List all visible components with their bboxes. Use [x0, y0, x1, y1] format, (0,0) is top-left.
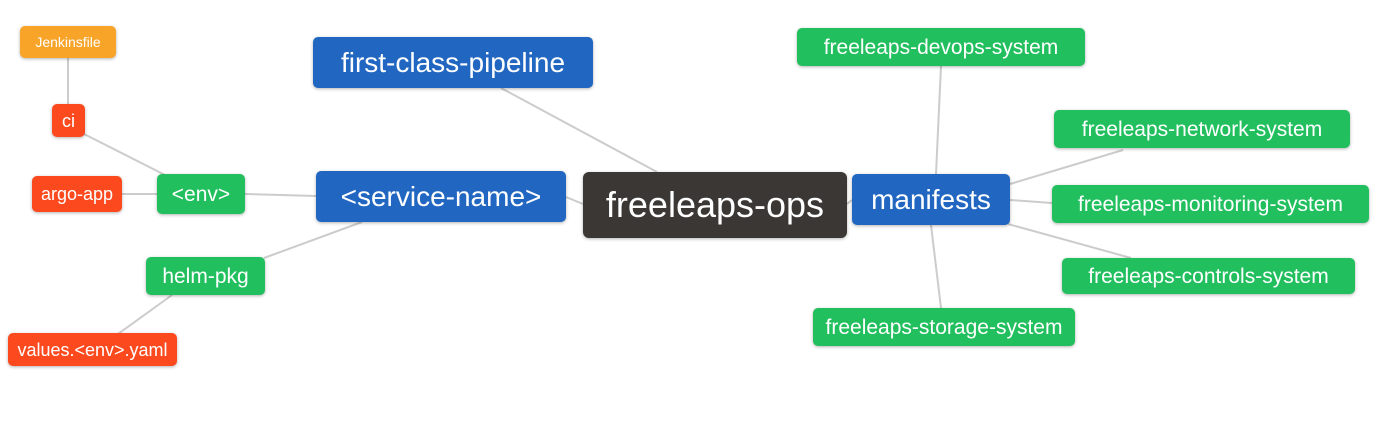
edge-service-name-root — [565, 196, 584, 205]
node-label: Jenkinsfile — [35, 34, 101, 50]
edge-helm-pkg-service-name — [263, 221, 363, 259]
node-label: manifests — [871, 183, 991, 215]
node-label: freeleaps-storage-system — [825, 315, 1063, 339]
edge-manifests-devops — [935, 65, 942, 175]
edge-ci-env — [83, 133, 168, 177]
node-root-freeleaps-ops[interactable]: freeleaps-ops — [583, 172, 847, 238]
node-label: argo-app — [40, 184, 114, 204]
node-env[interactable]: <env> — [157, 174, 245, 214]
node-jenkinsfile[interactable]: Jenkinsfile — [20, 26, 116, 58]
node-label: helm-pkg — [162, 264, 249, 288]
node-freeleaps-storage-system[interactable]: freeleaps-storage-system — [813, 308, 1075, 346]
node-label: freeleaps-devops-system — [823, 35, 1059, 59]
node-manifests[interactable]: manifests — [852, 174, 1010, 225]
node-freeleaps-controls-system[interactable]: freeleaps-controls-system — [1062, 258, 1355, 294]
node-helm-pkg[interactable]: helm-pkg — [146, 257, 265, 295]
edge-manifests-network — [1009, 149, 1124, 185]
node-label: <env> — [171, 182, 231, 206]
node-values-env-yaml[interactable]: values.<env>.yaml — [8, 333, 177, 366]
node-argo-app[interactable]: argo-app — [32, 176, 122, 212]
node-freeleaps-monitoring-system[interactable]: freeleaps-monitoring-system — [1052, 185, 1369, 223]
node-label: freeleaps-network-system — [1081, 117, 1323, 141]
node-label: ci — [62, 110, 75, 131]
node-label: values.<env>.yaml — [17, 339, 168, 360]
edge-manifests-storage — [930, 224, 942, 309]
edge-root-manifests — [846, 199, 853, 205]
node-label: freeleaps-controls-system — [1088, 264, 1329, 288]
node-label: first-class-pipeline — [340, 46, 566, 78]
edge-helm-pkg-values — [117, 294, 173, 335]
node-ci[interactable]: ci — [52, 104, 85, 137]
node-freeleaps-network-system[interactable]: freeleaps-network-system — [1054, 110, 1350, 148]
edge-manifests-monitoring — [1009, 199, 1053, 204]
node-label: freeleaps-ops — [605, 184, 825, 225]
node-first-class-pipeline[interactable]: first-class-pipeline — [313, 37, 593, 88]
edge-manifests-controls — [1007, 223, 1132, 259]
node-freeleaps-devops-system[interactable]: freeleaps-devops-system — [797, 28, 1085, 66]
edge-env-service-name — [244, 193, 317, 197]
node-label: freeleaps-monitoring-system — [1078, 192, 1343, 216]
node-service-name[interactable]: <service-name> — [316, 171, 566, 222]
edge-first-class-pipeline-root — [500, 87, 658, 173]
node-label: <service-name> — [340, 180, 542, 212]
